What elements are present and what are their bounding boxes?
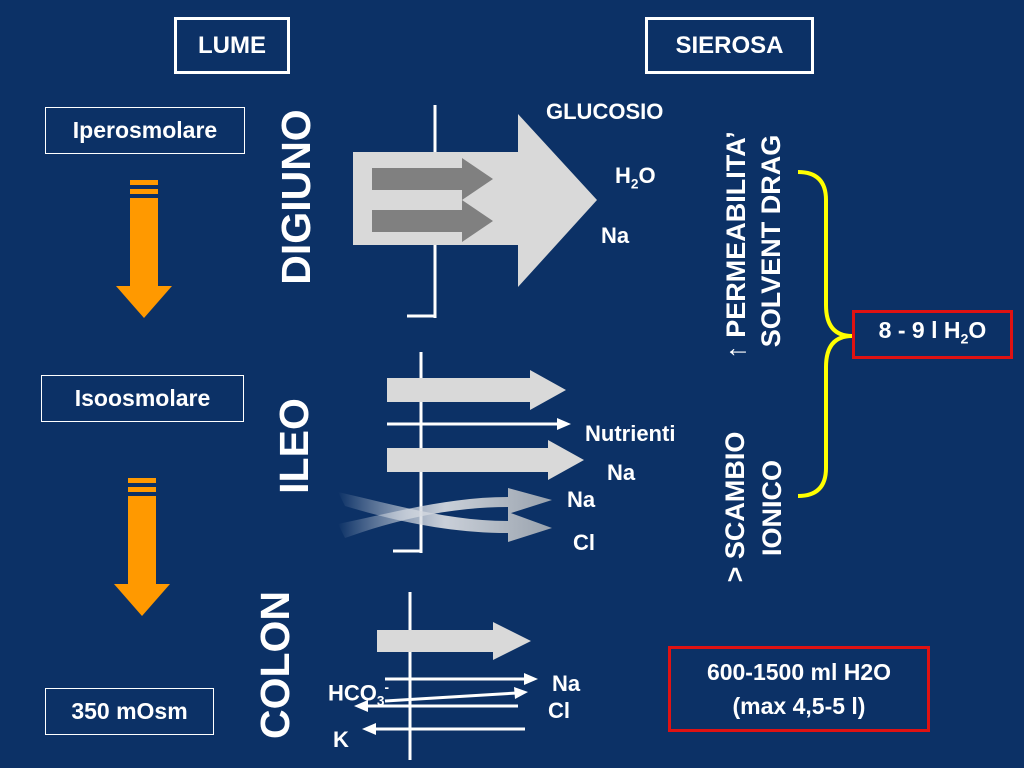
water-total-sub: 2 <box>960 331 969 348</box>
permeabilita-label: ↑ PERMEABILITA’ <box>721 131 751 359</box>
ileo-title: ILEO <box>271 398 317 494</box>
digiuno-na-arrow-icon <box>372 200 493 242</box>
water-total-main: 8 - 9 l H <box>878 316 961 343</box>
mosm-label: 350 mOsm <box>71 698 188 724</box>
solvent-drag-label: SOLVENT DRAG <box>756 134 786 348</box>
isoosmolare-box: Isoosmolare <box>41 375 244 422</box>
water-total-tail: O <box>968 316 987 343</box>
water-total-label: 8 - 9 l H2O <box>879 313 987 357</box>
colon-na-arrow-icon <box>385 673 538 685</box>
lume-header: LUME <box>174 17 290 74</box>
colon-cl-arrow-icon <box>384 687 528 703</box>
colon-hco3-arrow-icon <box>354 700 518 712</box>
iperosmolare-label: Iperosmolare <box>72 117 218 143</box>
ileo-cl-label: Cl <box>573 530 595 555</box>
mosm-box: 350 mOsm <box>45 688 214 735</box>
digiuno-na-label: Na <box>601 223 630 248</box>
digiuno-title: DIGIUNO <box>273 109 319 285</box>
yellow-brace-icon <box>797 170 853 498</box>
h2o-label-main: H <box>615 163 631 188</box>
glucosio-label: GLUCOSIO <box>546 99 664 124</box>
scambio-label: > SCAMBIO <box>720 431 750 583</box>
lume-header-label: LUME <box>198 31 266 59</box>
colon-k-label: K <box>333 727 349 752</box>
hco3-label-sup: - <box>384 680 390 695</box>
colon-water-line1: 600-1500 ml H2O <box>706 659 892 685</box>
hco3-label-sub: 3 <box>376 693 385 709</box>
water-total-box: 8 - 9 l H2O <box>852 310 1013 359</box>
ileo-na-top-label: Na <box>607 460 636 485</box>
colon-na-label: Na <box>552 671 581 696</box>
h2o-label: H2O <box>615 163 656 191</box>
iperosmolare-box: Iperosmolare <box>45 107 245 154</box>
digiuno-big-arrow-icon <box>353 114 597 287</box>
colon-water-box: 600-1500 ml H2O (max 4,5-5 l) <box>668 646 930 732</box>
digiuno-h2o-arrow-icon <box>372 158 493 200</box>
ionico-label: IONICO <box>757 460 787 557</box>
orange-arrow-upper-icon <box>116 180 172 318</box>
sierosa-header: SIEROSA <box>645 17 814 74</box>
ileo-nutrienti-arrow-icon <box>387 418 571 430</box>
orange-arrow-lower-icon <box>114 478 170 616</box>
sierosa-header-label: SIEROSA <box>675 31 784 59</box>
colon-cl-label: Cl <box>548 698 570 723</box>
ileo-na-bottom-label: Na <box>567 487 596 512</box>
ileo-upper-arrow-icon <box>387 370 566 410</box>
hco3-label-main: HCO <box>328 680 377 706</box>
colon-k-arrow-icon <box>362 723 525 735</box>
hco3-label: HCO3- <box>328 680 389 709</box>
colon-big-arrow-icon <box>377 622 531 660</box>
ileo-exchange-arrows-icon <box>338 488 552 542</box>
colon-title: COLON <box>252 590 298 740</box>
nutrienti-label: Nutrienti <box>585 421 676 446</box>
ileo-lower-arrow-icon <box>387 440 584 480</box>
h2o-label-sub: 2 <box>630 176 639 192</box>
h2o-label-tail: O <box>638 163 656 188</box>
isoosmolare-label: Isoosmolare <box>74 385 211 411</box>
colon-water-line2: (max 4,5-5 l) <box>732 693 866 719</box>
